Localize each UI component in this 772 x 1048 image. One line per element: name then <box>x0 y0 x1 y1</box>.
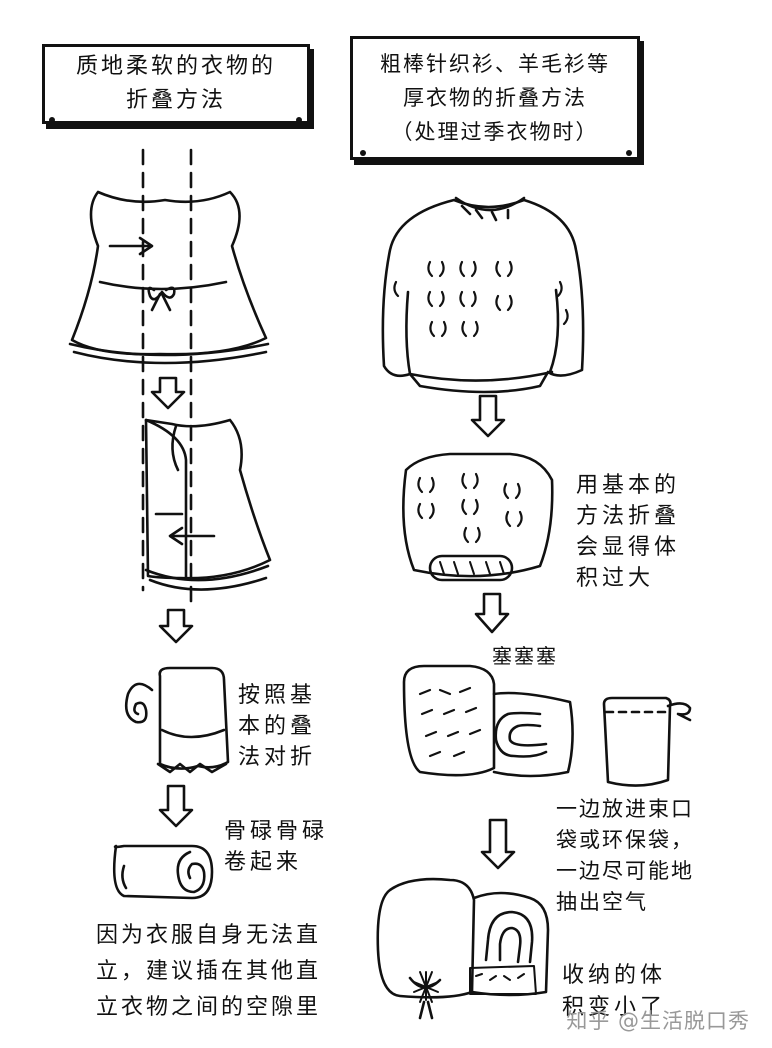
left-title-line-1: 质地柔软的衣物的 <box>75 54 276 79</box>
right-step2-note: 用基本的 方法折叠 会显得体 积过大 <box>576 470 680 594</box>
note-line: 袋或环保袋， <box>556 828 694 852</box>
note-line: 一边尽可能地 <box>556 859 694 883</box>
right-sign-pin <box>360 150 366 156</box>
note-line: 立衣物之间的空隙里 <box>96 995 322 1020</box>
note-line: 骨碌骨碌 <box>224 819 329 844</box>
left-step3-note: 按照基 本的叠 法对折 <box>238 680 316 773</box>
left-title-line-2: 折叠方法 <box>125 88 226 113</box>
note-line: 会显得体 <box>576 535 681 560</box>
note-line: 收纳的体 <box>562 963 667 988</box>
note-line: 因为衣服自身无法直 <box>96 923 322 948</box>
note-line: 法对折 <box>238 745 317 770</box>
drawstring-bag-icon <box>602 696 692 787</box>
arrow-right-icon <box>108 236 154 256</box>
down-arrow-icon <box>150 376 186 410</box>
down-arrow-icon <box>474 592 510 634</box>
left-step4-note: 骨碌骨碌 卷起来 <box>224 816 328 878</box>
note-line: 用基本的 <box>576 473 681 498</box>
half-folded-blouse-icon <box>144 418 272 591</box>
right-sign-pin <box>626 150 632 156</box>
folded-stack-icon <box>124 666 230 774</box>
knit-sweater-icon <box>381 196 585 394</box>
stuffing-sweater-icon <box>402 664 574 778</box>
down-arrow-icon <box>480 818 516 870</box>
soft-blouse-icon <box>68 190 270 365</box>
note-line: 积过大 <box>576 566 655 591</box>
arrow-left-icon <box>168 526 216 546</box>
right-title-line-2: 厚衣物的折叠方法 <box>403 86 587 110</box>
right-title-sign: 粗棒针织衫、羊毛衫等 厚衣物的折叠方法 （处理过季衣物时） <box>350 36 640 160</box>
left-title-sign: 质地柔软的衣物的 折叠方法 <box>42 44 310 124</box>
right-bag-note: 一边放进束口 袋或环保袋， 一边尽可能地 抽出空气 <box>556 794 694 918</box>
fold-guide-lines <box>141 148 193 612</box>
note-line: 按照基 <box>238 683 317 708</box>
right-final-note: 收纳的体 积变小了 <box>562 960 666 1022</box>
note-line: 抽出空气 <box>556 890 648 914</box>
down-arrow-icon <box>158 784 194 828</box>
compressed-bag-icon <box>376 877 550 1020</box>
note-line: 一边放进束口 <box>556 797 694 821</box>
left-bottom-note: 因为衣服自身无法直 立，建议插在其他直 立衣物之间的空隙里 <box>96 918 321 1026</box>
left-sign-pin <box>296 117 302 123</box>
rolled-cloth-icon <box>112 844 214 900</box>
stuff-label: 塞塞塞 <box>492 644 558 668</box>
note-line: 立，建议插在其他直 <box>96 959 322 984</box>
down-arrow-icon <box>158 608 194 644</box>
right-title-line-3: （处理过季衣物时） <box>391 120 599 144</box>
left-sign-pin <box>49 117 55 123</box>
note-line: 卷起来 <box>224 850 303 875</box>
note-line: 本的叠 <box>238 714 317 739</box>
note-line: 积变小了 <box>562 995 667 1020</box>
watermark: 知乎 @生活脱口秀 <box>566 1009 750 1033</box>
note-line: 方法折叠 <box>576 504 681 529</box>
down-arrow-icon <box>470 394 506 438</box>
folded-sweater-icon <box>402 452 554 582</box>
right-title-line-1: 粗棒针织衫、羊毛衫等 <box>380 52 610 76</box>
